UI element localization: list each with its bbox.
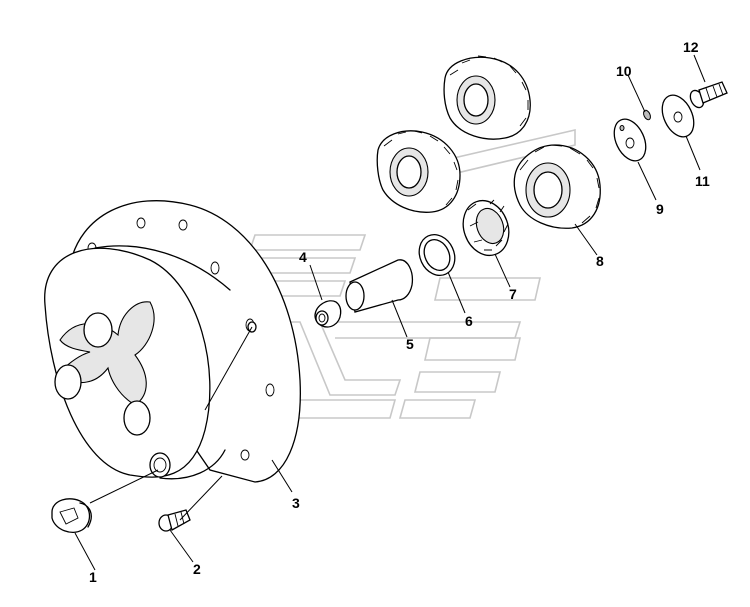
plug-part-1 — [51, 498, 92, 533]
washer-part-11 — [661, 94, 695, 138]
pin-part-5 — [345, 259, 414, 313]
callout-7: 7 — [509, 286, 517, 302]
callout-5: 5 — [406, 336, 414, 352]
planet-gear-upper — [443, 55, 531, 140]
pin-part-10 — [643, 109, 651, 121]
ring-part-6 — [418, 234, 456, 276]
callout-labels: 1 2 3 4 5 6 7 8 9 10 11 12 — [89, 39, 710, 585]
callout-4: 4 — [299, 249, 307, 265]
callout-6: 6 — [465, 313, 473, 329]
leader-lines — [74, 54, 706, 571]
screw-part-2 — [158, 509, 191, 532]
planet-gear-middle — [376, 130, 461, 213]
callout-3: 3 — [292, 495, 300, 511]
callout-8: 8 — [596, 253, 604, 269]
callout-11: 11 — [695, 173, 710, 189]
hub-housing — [44, 200, 301, 483]
washer-part-9 — [613, 118, 647, 162]
needle-bearing-part-7 — [462, 199, 510, 257]
callout-12: 12 — [683, 39, 699, 55]
callout-10: 10 — [616, 63, 632, 79]
bolt-part-12 — [689, 81, 728, 109]
callout-9: 9 — [656, 201, 664, 217]
callout-2: 2 — [193, 561, 201, 577]
callout-1: 1 — [89, 569, 97, 585]
planet-gear-part-8 — [513, 144, 601, 229]
plug-part-4 — [314, 300, 342, 328]
